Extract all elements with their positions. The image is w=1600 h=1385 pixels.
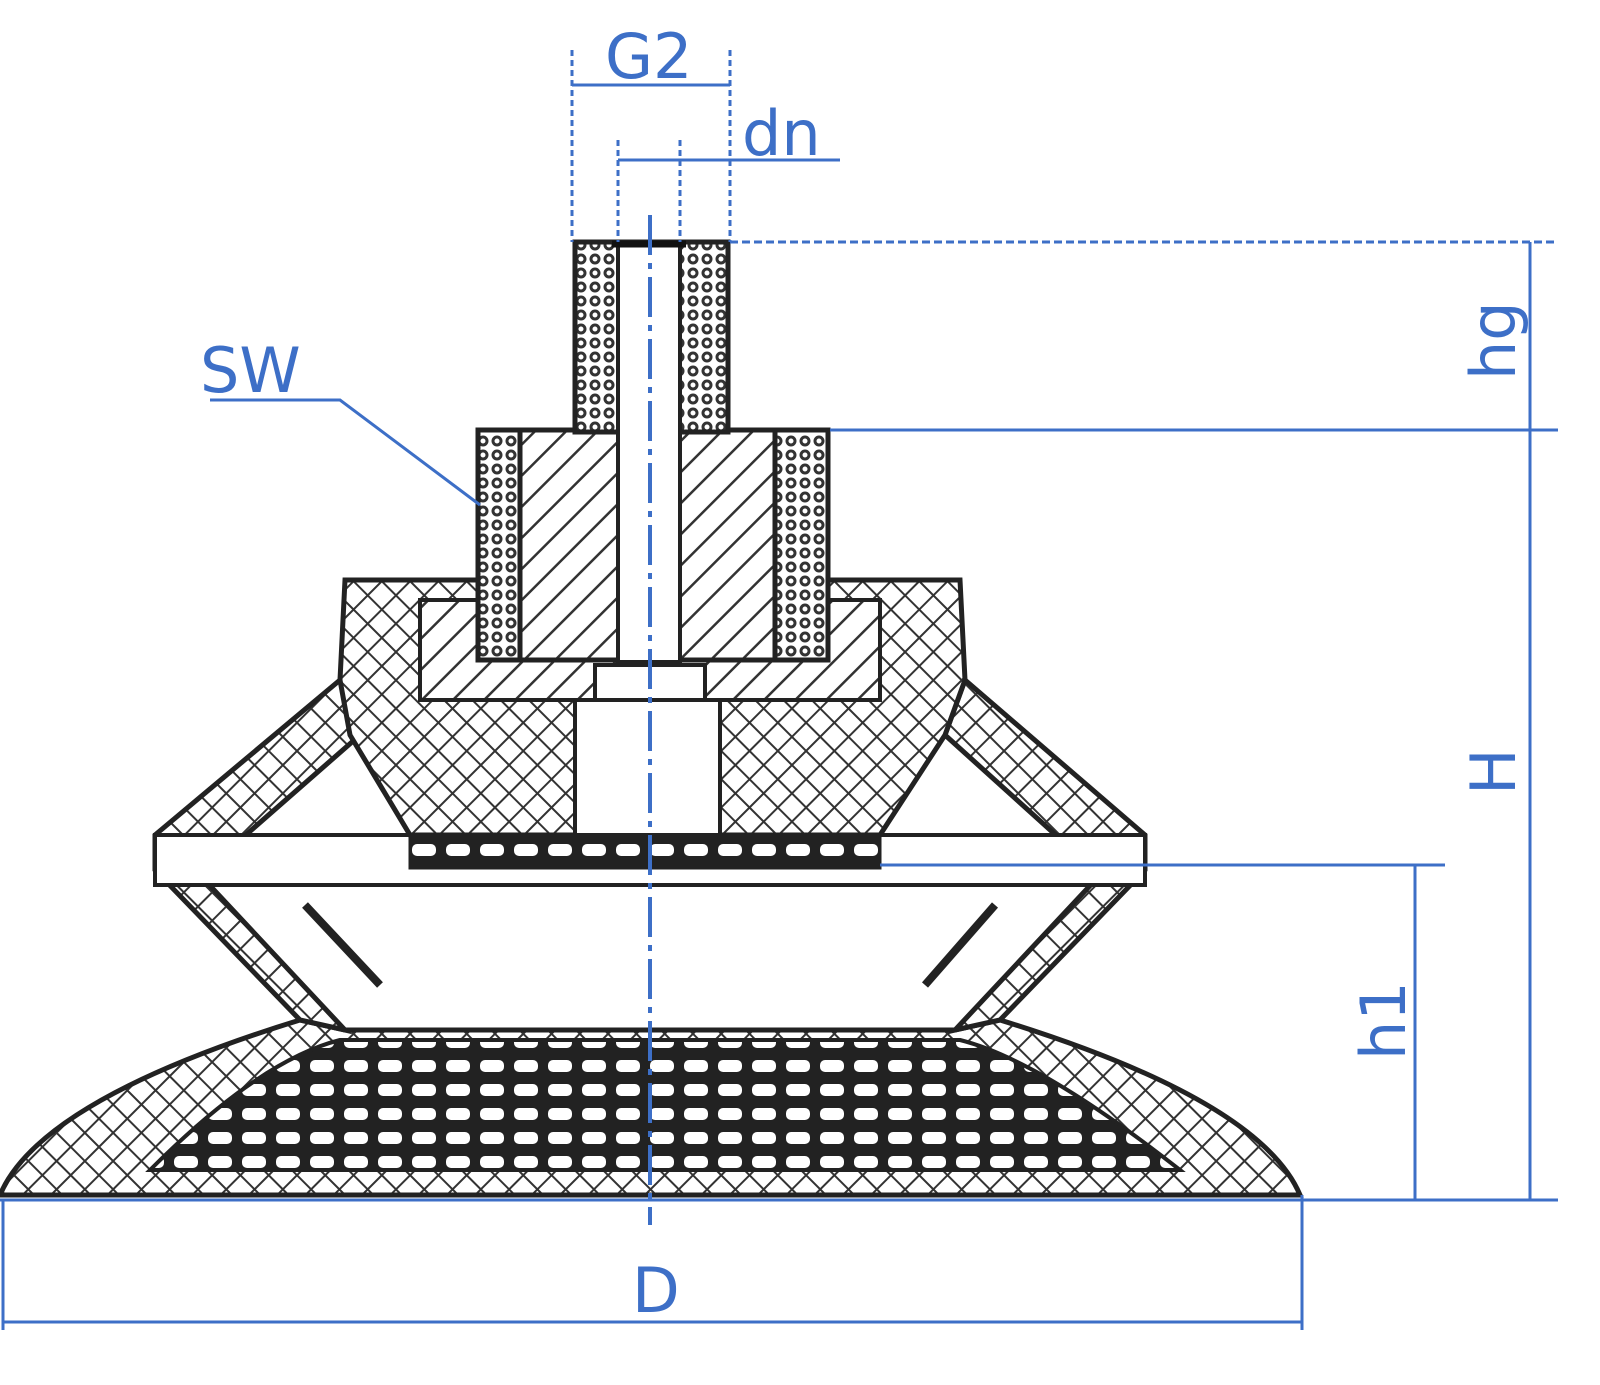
label-g2: G2	[605, 20, 693, 93]
dimension-lines	[0, 50, 1558, 1330]
bellows	[152, 675, 1148, 1035]
label-sw: SW	[200, 334, 301, 407]
label-dn: dn	[742, 97, 821, 170]
label-h: H	[1457, 748, 1530, 795]
label-d: D	[632, 1254, 680, 1327]
dimension-labels: G2 dn SW hg H h1 D	[200, 20, 1530, 1327]
label-h1: h1	[1347, 981, 1420, 1060]
label-hg: hg	[1457, 301, 1530, 380]
